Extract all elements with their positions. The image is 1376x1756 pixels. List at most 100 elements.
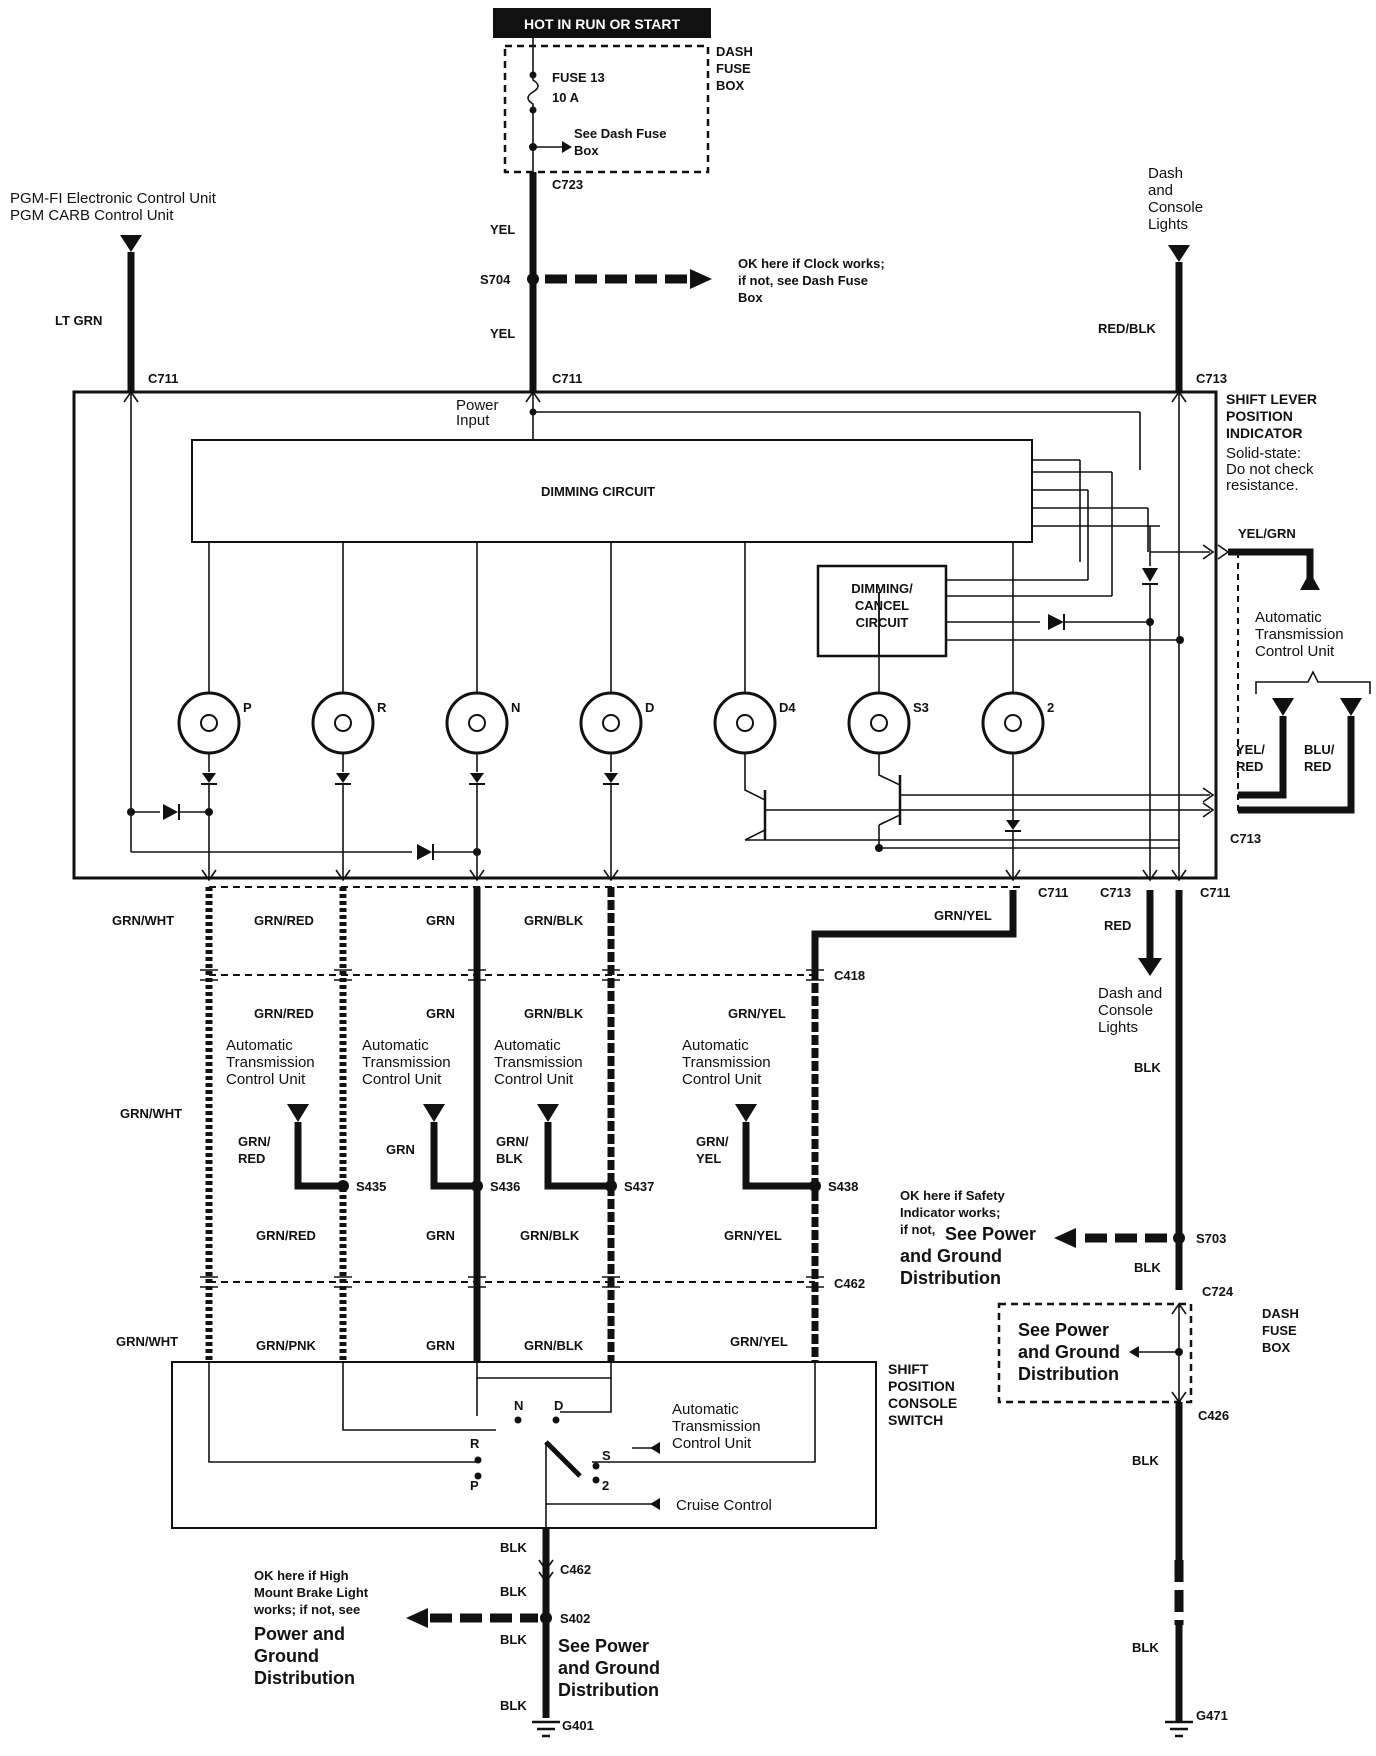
dash-fuse-box-bottom	[997, 1302, 1193, 1404]
switch-contact	[544, 1440, 582, 1478]
pos-r: R	[470, 1436, 480, 1451]
red-label: RED	[1104, 918, 1131, 933]
lbl-grn-wht-3: GRN/WHT	[116, 1334, 178, 1349]
lbl-grn-blk-2: GRN/BLK	[524, 1006, 584, 1021]
c711-label-right: C711	[1200, 885, 1230, 900]
yel-label-1: YEL	[490, 222, 515, 237]
lbl-grn-2: GRN	[426, 1006, 455, 1021]
lbl-grn-pnk: GRN/PNK	[256, 1338, 317, 1353]
blk-label-b1: BLK	[500, 1540, 527, 1555]
red-arrow-icon	[1138, 958, 1162, 976]
grn-yel-wire-top	[811, 890, 1017, 970]
c426-label: C426	[1198, 1408, 1229, 1423]
pos-n: N	[514, 1398, 523, 1413]
lbl-grn-yel-4: GRN/YEL	[730, 1334, 788, 1349]
lamp-p: P	[177, 542, 252, 878]
atcu-arrow-icon	[1272, 698, 1294, 716]
svg-text:D4: D4	[779, 700, 796, 715]
g471-label: G471	[1196, 1708, 1228, 1723]
safety-arrow-icon	[1054, 1228, 1076, 1248]
blk-label-r2: BLK	[1134, 1260, 1161, 1275]
grn-yel-label-top: GRN/YEL	[934, 908, 992, 923]
pos-2: 2	[602, 1478, 609, 1493]
blk-label-r4: BLK	[1132, 1640, 1159, 1655]
lbl-grn-split: GRN	[386, 1142, 415, 1157]
yel-grn-label: YEL/GRN	[1238, 526, 1296, 541]
lbl-grn-wht-1: GRN/WHT	[112, 913, 174, 928]
hot-label-box	[493, 8, 711, 38]
s437-label: S437	[624, 1179, 654, 1194]
blk-label-b3: BLK	[500, 1632, 527, 1647]
dimming-circuit	[191, 439, 1033, 543]
lbl-grn-blk-4: GRN/BLK	[524, 1338, 584, 1353]
c462-label-mid: C462	[834, 1276, 865, 1291]
shift-position-console-switch	[171, 1361, 877, 1529]
lbl-grn-red-split: GRN/RED	[238, 1134, 271, 1166]
diode-icon	[163, 804, 178, 820]
c462-label-bottom: C462	[560, 1562, 591, 1577]
svg-text:2: 2	[1047, 700, 1054, 715]
fuse-name: FUSE 13	[552, 70, 605, 85]
fuse-13-symbol	[527, 46, 539, 172]
dash-fuse-box-top	[503, 44, 710, 174]
lbl-grn-blk-split: GRN/BLK	[496, 1134, 529, 1166]
shift-lever-indicator-box	[72, 390, 1218, 880]
cruise-control-label: Cruise Control	[676, 1497, 772, 1514]
diode-icon	[417, 844, 432, 860]
svg-text:P: P	[243, 700, 252, 715]
c711-label-left: C711	[148, 371, 178, 386]
c724-label: C724	[1202, 1284, 1234, 1299]
lbl-grn-blk-3: GRN/BLK	[520, 1228, 580, 1243]
lbl-grn-wht-2: GRN/WHT	[120, 1106, 182, 1121]
lbl-grn-red-2: GRN/RED	[254, 1006, 314, 1021]
s402-label: S402	[560, 1611, 590, 1626]
lbl-grn-red-1: GRN/RED	[254, 913, 314, 928]
lamp-r: R	[311, 542, 387, 878]
lt-grn-label: LT GRN	[55, 313, 102, 328]
s438-label: S438	[828, 1179, 858, 1194]
lamp-n: N	[445, 542, 520, 878]
yel-label-2: YEL	[490, 326, 515, 341]
diode-icon	[1048, 614, 1064, 630]
s436-label: S436	[490, 1179, 520, 1194]
hot-label: HOT IN RUN OR START	[524, 16, 681, 32]
blu-red-label: BLU/RED	[1304, 742, 1335, 774]
lbl-grn-yel-split: GRN/YEL	[696, 1134, 729, 1166]
blk-label-b2: BLK	[500, 1584, 527, 1599]
dimming-label: DIMMING CIRCUIT	[541, 484, 655, 499]
lbl-grn-blk-1: GRN/BLK	[524, 913, 584, 928]
pos-d: D	[554, 1398, 563, 1413]
yel-red-label: YEL/RED	[1236, 742, 1265, 774]
svg-text:R: R	[377, 700, 387, 715]
c713-label-right: C713	[1230, 831, 1261, 846]
c418-label: C418	[834, 968, 865, 983]
ground-g401-icon	[532, 1720, 560, 1738]
c711-label-top: C711	[552, 371, 582, 386]
lbl-grn-1: GRN	[426, 913, 455, 928]
dash-lights-arrow-icon	[1168, 245, 1190, 262]
red-blk-label: RED/BLK	[1098, 321, 1156, 336]
lbl-grn-4: GRN	[426, 1338, 455, 1353]
clock-arrow-icon	[690, 269, 712, 289]
svg-text:D: D	[645, 700, 654, 715]
ground-g471-icon	[1165, 1720, 1193, 1738]
c711-label-bottom: C711	[1038, 885, 1068, 900]
lamp-2: 2	[981, 542, 1054, 878]
